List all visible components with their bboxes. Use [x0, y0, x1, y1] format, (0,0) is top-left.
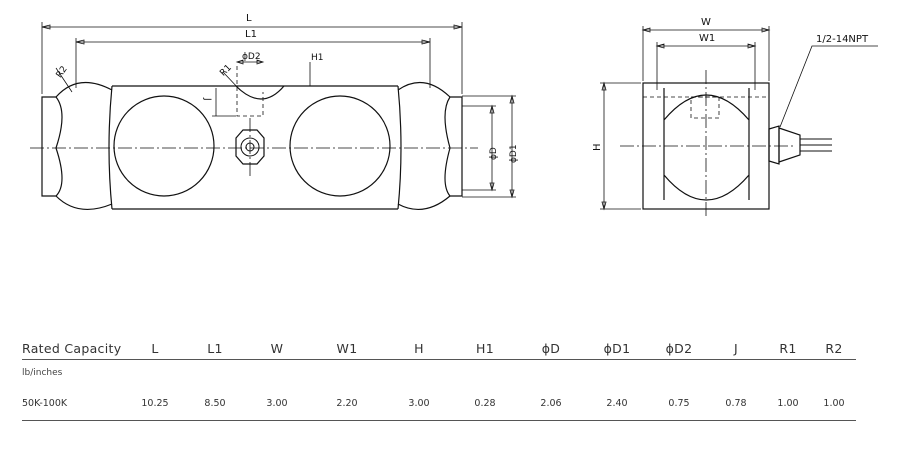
header-H: H — [386, 337, 452, 360]
left-bore-circle — [113, 95, 215, 197]
dim-label-W: W — [701, 17, 711, 28]
R2-leader — [55, 67, 73, 93]
dim-label-H1: H1 — [311, 53, 324, 63]
cell-capacity: 50K-100K — [22, 386, 126, 421]
cable-gland-base — [768, 125, 780, 165]
cell-L1: 8.50 — [184, 386, 246, 421]
dim-label-thread: 1/2-14NPT — [816, 34, 869, 45]
D-arrows — [489, 104, 495, 192]
header-W1: W1 — [308, 337, 386, 360]
R1-leader — [222, 71, 241, 91]
hidden-hole — [236, 66, 264, 117]
left-neck — [55, 81, 113, 210]
cell-W: 3.00 — [246, 386, 308, 421]
side-view: L L1 R2 R1 ϕD2 H1 J ϕD ϕD1 — [30, 13, 519, 211]
cell-W1: 2.20 — [308, 386, 386, 421]
L-arrows — [41, 24, 463, 30]
header-J: J — [708, 337, 764, 360]
dim-label-R1: R1 — [218, 63, 234, 79]
spec-table: Rated Capacity L L1 W W1 H H1 ϕD ϕD1 ϕD2… — [22, 337, 856, 421]
cell-H1: 0.28 — [452, 386, 518, 421]
cell-H: 3.00 — [386, 386, 452, 421]
body-outline — [108, 85, 402, 210]
dim-label-L: L — [246, 13, 252, 24]
header-rated-capacity: Rated Capacity — [22, 337, 126, 360]
nut-inner-circle — [240, 137, 260, 157]
top-notch — [235, 85, 285, 100]
header-R1: R1 — [764, 337, 812, 360]
W-arrows — [641, 27, 771, 33]
unit-label: lb/inches — [22, 368, 63, 378]
cell-L: 10.25 — [126, 386, 184, 421]
dim-label-L1: L1 — [245, 29, 257, 40]
header-R2: R2 — [812, 337, 856, 360]
header-L: L — [126, 337, 184, 360]
left-end-cap — [41, 96, 63, 197]
thread-leader — [779, 45, 878, 128]
cable — [800, 138, 832, 152]
cell-D: 2.06 — [518, 386, 584, 421]
end-inner-profile — [663, 88, 750, 201]
cell-J: 0.78 — [708, 386, 764, 421]
table-row: 50K-100K 10.25 8.50 3.00 2.20 3.00 0.28 … — [22, 386, 856, 421]
dim-label-D2: ϕD2 — [242, 52, 261, 62]
dim-label-R2: R2 — [55, 65, 70, 81]
table-header-row: Rated Capacity L L1 W W1 H H1 ϕD ϕD1 ϕD2… — [22, 337, 856, 360]
technical-drawing: L L1 R2 R1 ϕD2 H1 J ϕD ϕD1 — [30, 13, 878, 218]
dim-label-D: ϕD — [489, 147, 499, 160]
right-end-cap — [444, 96, 463, 197]
dim-label-W1: W1 — [699, 33, 715, 44]
cell-R2: 1.00 — [812, 386, 856, 421]
cable-gland — [778, 127, 801, 163]
hidden-hole-end — [690, 96, 720, 119]
dim-label-J: J — [202, 97, 212, 101]
right-bore-circle — [289, 95, 391, 197]
header-D2: ϕD2 — [650, 337, 708, 360]
L1-arrows — [75, 39, 431, 45]
header-L1: L1 — [184, 337, 246, 360]
dim-label-H: H — [592, 143, 603, 151]
center-hex-nut — [235, 129, 265, 165]
header-W: W — [246, 337, 308, 360]
cell-D2: 0.75 — [650, 386, 708, 421]
header-D: ϕD — [518, 337, 584, 360]
end-view: W W1 H 1/2-14NPT — [592, 17, 878, 218]
D2-arrows — [235, 59, 265, 65]
H-arrows — [601, 81, 607, 211]
W1-arrows — [655, 43, 757, 49]
table-unit-row: lb/inches — [22, 360, 856, 387]
cell-R1: 1.00 — [764, 386, 812, 421]
header-D1: ϕD1 — [584, 337, 650, 360]
dim-label-D1: ϕD1 — [509, 144, 519, 163]
D1-arrows — [509, 94, 515, 199]
right-neck — [397, 81, 451, 211]
header-H1: H1 — [452, 337, 518, 360]
cell-D1: 2.40 — [584, 386, 650, 421]
